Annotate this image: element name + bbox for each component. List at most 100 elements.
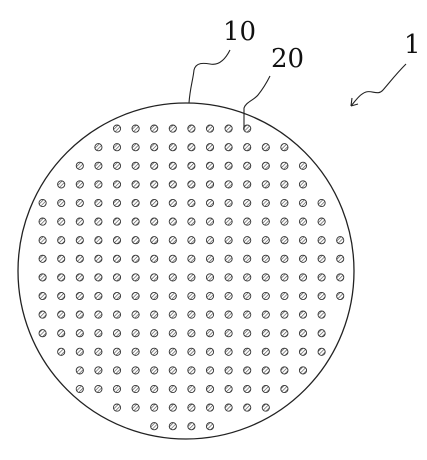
hole <box>188 348 195 355</box>
hole <box>95 218 102 225</box>
hole <box>318 311 325 318</box>
hole <box>206 385 213 392</box>
hole <box>151 423 158 430</box>
hole <box>169 162 176 169</box>
hole <box>169 330 176 337</box>
hole <box>262 218 269 225</box>
hole <box>95 144 102 151</box>
hole <box>225 311 232 318</box>
hole <box>318 218 325 225</box>
hole <box>337 255 344 262</box>
hole <box>76 348 83 355</box>
hole <box>132 255 139 262</box>
hole <box>188 330 195 337</box>
hole <box>206 330 213 337</box>
hole <box>132 144 139 151</box>
hole <box>169 144 176 151</box>
hole <box>113 181 120 188</box>
hole <box>169 367 176 374</box>
hole <box>262 385 269 392</box>
hole <box>113 162 120 169</box>
hole <box>151 218 158 225</box>
hole <box>151 181 158 188</box>
hole <box>299 199 306 206</box>
hole <box>244 274 251 281</box>
hole <box>318 348 325 355</box>
hole <box>76 237 83 244</box>
hole <box>206 162 213 169</box>
hole <box>188 144 195 151</box>
hole <box>39 199 46 206</box>
hole <box>299 367 306 374</box>
hole <box>151 330 158 337</box>
hole <box>188 125 195 132</box>
hole <box>206 199 213 206</box>
hole <box>169 199 176 206</box>
hole <box>58 311 65 318</box>
hole <box>281 144 288 151</box>
hole <box>206 125 213 132</box>
hole <box>244 125 251 132</box>
hole <box>206 144 213 151</box>
hole <box>244 181 251 188</box>
leader-line-10 <box>189 50 230 103</box>
hole <box>169 348 176 355</box>
hole <box>151 348 158 355</box>
hole <box>58 218 65 225</box>
hole <box>225 385 232 392</box>
hole <box>151 367 158 374</box>
hole <box>113 367 120 374</box>
hole <box>244 255 251 262</box>
hole <box>188 255 195 262</box>
hole <box>188 274 195 281</box>
hole <box>299 348 306 355</box>
hole <box>58 255 65 262</box>
hole <box>132 274 139 281</box>
hole <box>299 218 306 225</box>
hole <box>151 385 158 392</box>
hole <box>76 181 83 188</box>
hole <box>188 404 195 411</box>
hole <box>299 330 306 337</box>
hole <box>95 237 102 244</box>
hole <box>206 255 213 262</box>
hole <box>244 218 251 225</box>
hole <box>132 311 139 318</box>
hole <box>188 237 195 244</box>
hole <box>188 367 195 374</box>
hole <box>262 144 269 151</box>
hole <box>132 237 139 244</box>
hole <box>113 237 120 244</box>
hole <box>299 292 306 299</box>
hole <box>225 237 232 244</box>
hole <box>281 181 288 188</box>
hole <box>76 162 83 169</box>
hole <box>39 274 46 281</box>
hole <box>188 423 195 430</box>
hole <box>113 311 120 318</box>
hole <box>281 218 288 225</box>
hole <box>95 330 102 337</box>
hole <box>169 125 176 132</box>
hole <box>299 255 306 262</box>
hole <box>225 144 232 151</box>
hole <box>262 348 269 355</box>
hole <box>113 218 120 225</box>
hole <box>281 274 288 281</box>
hole <box>113 292 120 299</box>
hole <box>113 144 120 151</box>
hole <box>132 292 139 299</box>
hole <box>188 311 195 318</box>
hole <box>132 162 139 169</box>
hole <box>132 348 139 355</box>
hole <box>151 162 158 169</box>
hole <box>39 237 46 244</box>
hole <box>151 274 158 281</box>
hole <box>188 385 195 392</box>
hole <box>281 385 288 392</box>
hole <box>225 367 232 374</box>
hole <box>318 292 325 299</box>
hole <box>244 144 251 151</box>
leader-line-20 <box>244 76 270 130</box>
